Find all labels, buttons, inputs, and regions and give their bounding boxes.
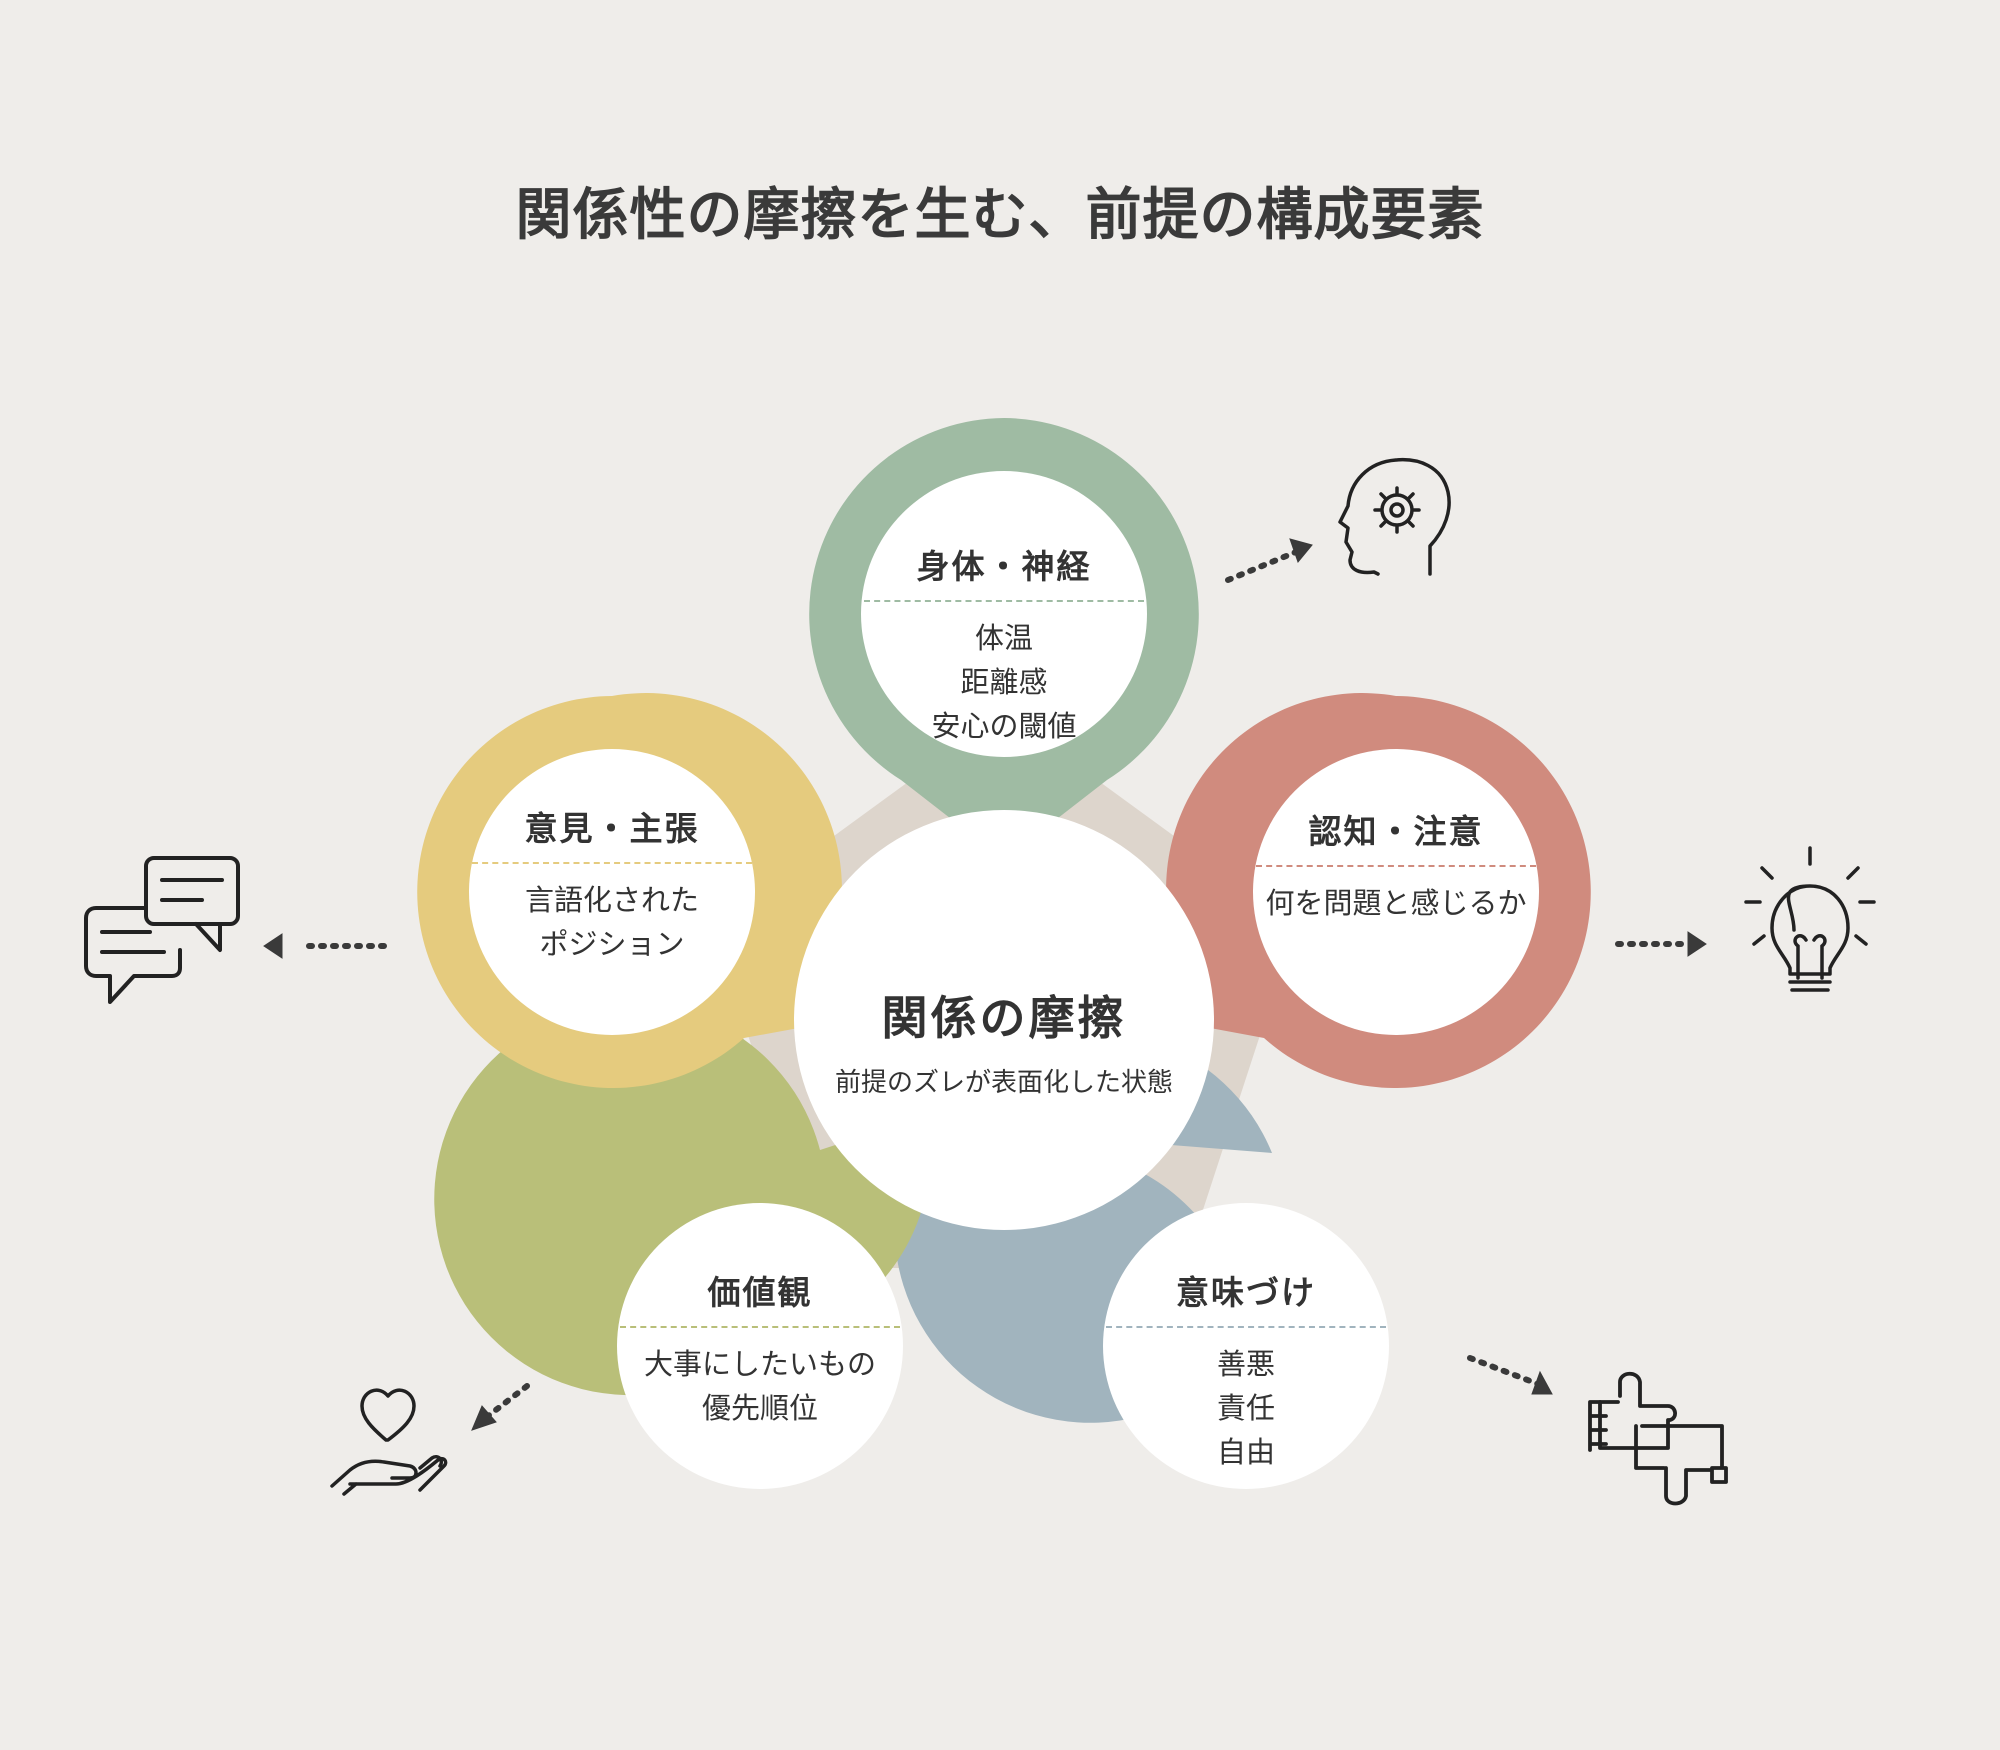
node-opinion: 意見・主張 言語化された ポジション xyxy=(472,802,752,966)
node-body-line-2: 距離感 xyxy=(960,665,1048,699)
node-inner-meaning xyxy=(1103,1203,1389,1489)
node-values-title: 価値観 xyxy=(707,1273,813,1312)
arrow-body xyxy=(1225,538,1313,583)
center-title: 関係の摩擦 xyxy=(881,991,1127,1045)
node-values: 価値観 大事にしたいもの 優先順位 xyxy=(620,1266,900,1430)
node-values-line-1: 大事にしたいもの xyxy=(643,1347,876,1381)
arrow-meaning xyxy=(1467,1355,1553,1395)
diagram-title: 関係性の摩擦を生む、前提の構成要素 xyxy=(515,183,1485,248)
arrow-cognition xyxy=(1615,931,1707,957)
node-opinion-divider xyxy=(472,862,752,864)
node-meaning-title: 意味づけ xyxy=(1176,1273,1316,1312)
center-circle xyxy=(794,810,1214,1230)
node-body-title: 身体・神経 xyxy=(916,547,1092,586)
brain-head-icon xyxy=(1338,457,1451,576)
arrow-values xyxy=(471,1383,530,1431)
node-opinion-line-2: ポジション xyxy=(539,927,685,961)
node-inner-cognition xyxy=(1253,749,1539,1035)
node-inner-body xyxy=(861,471,1147,757)
node-inner-opinion xyxy=(469,749,755,1035)
node-opinion-line-1: 言語化された xyxy=(524,883,699,917)
node-body-line-1: 体温 xyxy=(974,621,1033,655)
center-label: 関係の摩擦 前提のズレが表面化した状態 xyxy=(804,982,1204,1099)
arrow-opinion xyxy=(263,933,387,959)
node-cognition: 認知・注意 何を問題と感じるか xyxy=(1256,805,1536,925)
lightbulb-icon xyxy=(1744,846,1876,992)
node-inner-values xyxy=(617,1203,903,1489)
node-meaning: 意味づけ 善悪 責任 自由 xyxy=(1106,1266,1386,1474)
heart-hand-icon xyxy=(330,1388,448,1496)
node-cognition-title: 認知・注意 xyxy=(1308,812,1484,851)
center-subtitle: 前提のズレが表面化した状態 xyxy=(834,1068,1173,1098)
node-values-line-2: 優先順位 xyxy=(701,1391,818,1425)
node-body: 身体・神経 体温 距離感 安心の閾値 xyxy=(864,540,1144,748)
node-body-divider xyxy=(864,600,1144,602)
node-meaning-line-3: 自由 xyxy=(1216,1435,1275,1469)
node-body-line-3: 安心の閾値 xyxy=(931,709,1077,743)
node-meaning-divider xyxy=(1106,1326,1386,1328)
thumbs-up-down-icon xyxy=(1588,1371,1728,1506)
node-meaning-line-2: 責任 xyxy=(1216,1391,1275,1425)
speech-bubbles-icon xyxy=(84,856,240,1004)
node-values-divider xyxy=(620,1326,900,1328)
node-opinion-title: 意見・主張 xyxy=(524,809,700,848)
node-cognition-line-1: 何を問題と感じるか xyxy=(1265,886,1527,920)
node-meaning-line-1: 善悪 xyxy=(1216,1347,1275,1381)
node-cognition-divider xyxy=(1256,865,1536,867)
